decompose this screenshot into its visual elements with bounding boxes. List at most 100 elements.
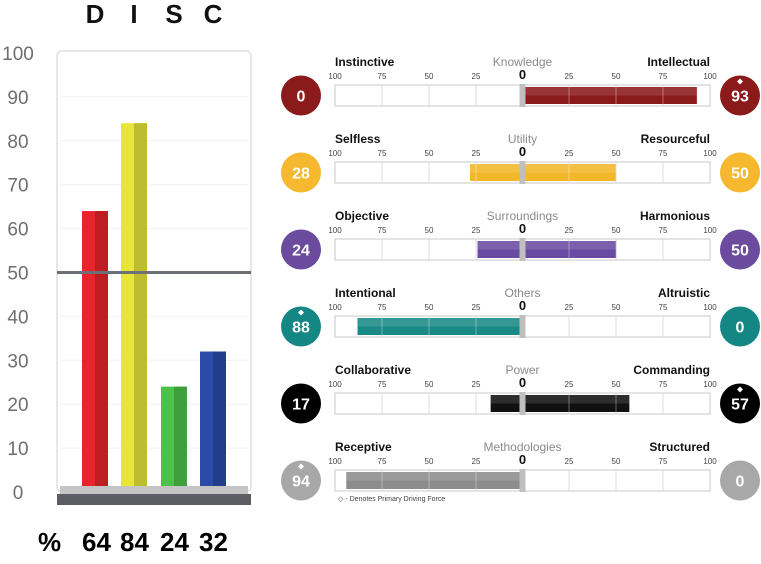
left-fill-highlight bbox=[470, 164, 523, 173]
category-s: S bbox=[165, 0, 182, 29]
scale-label-3: 25 bbox=[472, 303, 481, 312]
y-tick-60: 60 bbox=[7, 220, 28, 241]
scale-center: 0 bbox=[519, 144, 526, 159]
left-score-circle bbox=[281, 229, 321, 270]
y-tick-0: 0 bbox=[13, 483, 24, 504]
driver-name: Knowledge bbox=[493, 55, 553, 69]
left-score-circle bbox=[281, 306, 321, 347]
left-fill-highlight bbox=[357, 318, 523, 327]
scale-label-2: 50 bbox=[425, 380, 434, 389]
scale-label-3: 25 bbox=[472, 380, 481, 389]
scale-label-1: 75 bbox=[378, 380, 387, 389]
scale-label-7: 75 bbox=[659, 226, 668, 235]
base-platform-front bbox=[57, 494, 251, 505]
scale-label-8: 100 bbox=[703, 226, 717, 235]
center-marker bbox=[519, 238, 526, 261]
left-score: 88 bbox=[292, 320, 310, 337]
bar-shade-i bbox=[134, 123, 147, 493]
scale-label-7: 75 bbox=[659, 72, 668, 81]
scale-label-8: 100 bbox=[703, 380, 717, 389]
category-c: C bbox=[204, 0, 223, 29]
scale-center: 0 bbox=[519, 67, 526, 82]
scale-label-0: 100 bbox=[328, 149, 342, 158]
left-fill-highlight bbox=[490, 395, 523, 404]
right-label: Altruistic bbox=[658, 286, 710, 300]
scale-label-8: 100 bbox=[703, 457, 717, 466]
scale-label-0: 100 bbox=[328, 72, 342, 81]
scale-center: 0 bbox=[519, 452, 526, 467]
scale-label-6: 50 bbox=[612, 457, 621, 466]
right-label: Harmonious bbox=[640, 209, 710, 223]
primary-force-diamond-icon bbox=[737, 386, 743, 393]
right-score: 0 bbox=[736, 474, 745, 491]
bar-shade-s bbox=[174, 386, 187, 492]
left-label: Selfless bbox=[335, 132, 381, 146]
right-fill bbox=[522, 241, 617, 258]
left-fill bbox=[357, 318, 523, 335]
scale-label-0: 100 bbox=[328, 303, 342, 312]
primary-force-diamond-icon bbox=[298, 463, 304, 470]
right-fill-highlight bbox=[522, 395, 630, 404]
left-score: 17 bbox=[292, 397, 310, 414]
left-score-circle bbox=[281, 152, 321, 193]
category-i: I bbox=[130, 0, 137, 29]
y-tick-70: 70 bbox=[7, 176, 28, 197]
scale-label-0: 100 bbox=[328, 226, 342, 235]
scale-label-5: 25 bbox=[565, 149, 574, 158]
scale-label-7: 75 bbox=[659, 303, 668, 312]
scale-label-0: 100 bbox=[328, 380, 342, 389]
right-fill-highlight bbox=[522, 241, 617, 250]
left-label: Receptive bbox=[335, 440, 392, 454]
left-fill-highlight bbox=[346, 472, 523, 481]
left-label: Instinctive bbox=[335, 55, 395, 69]
driver-row-knowledge: Instinctive Knowledge Intellectual 100 75 50 2… bbox=[281, 55, 760, 116]
scale-center: 0 bbox=[519, 298, 526, 313]
center-marker bbox=[519, 84, 526, 107]
y-tick-50: 50 bbox=[7, 264, 28, 285]
scale-label-2: 50 bbox=[425, 457, 434, 466]
left-fill bbox=[346, 472, 523, 489]
y-tick-30: 30 bbox=[7, 351, 28, 372]
center-marker bbox=[519, 161, 526, 184]
center-marker bbox=[519, 469, 526, 492]
scale-label-5: 25 bbox=[565, 457, 574, 466]
scale-label-2: 50 bbox=[425, 149, 434, 158]
scale-label-8: 100 bbox=[703, 72, 717, 81]
y-tick-40: 40 bbox=[7, 307, 28, 328]
right-label: Intellectual bbox=[647, 55, 710, 69]
driver-name: Methodologies bbox=[483, 440, 561, 454]
left-fill bbox=[477, 241, 523, 258]
center-marker bbox=[519, 315, 526, 338]
right-score-circle bbox=[720, 460, 760, 501]
right-score-circle bbox=[720, 229, 760, 270]
right-score-circle bbox=[720, 152, 760, 193]
scale-label-3: 25 bbox=[472, 457, 481, 466]
left-fill bbox=[470, 164, 523, 181]
scale-label-2: 50 bbox=[425, 226, 434, 235]
scale-label-5: 25 bbox=[565, 72, 574, 81]
disc-percent-row: % 64 84 24 32 bbox=[0, 527, 280, 559]
driver-name: Utility bbox=[508, 132, 537, 146]
right-score: 93 bbox=[731, 89, 749, 106]
category-d: D bbox=[86, 0, 105, 29]
scale-label-5: 25 bbox=[565, 226, 574, 235]
right-label: Resourceful bbox=[641, 132, 710, 146]
scale-label-2: 50 bbox=[425, 72, 434, 81]
left-label: Objective bbox=[335, 209, 389, 223]
right-label: Structured bbox=[649, 440, 710, 454]
driver-name: Surroundings bbox=[487, 209, 558, 223]
bar-shade-d bbox=[95, 211, 108, 493]
right-score: 50 bbox=[731, 243, 749, 260]
scale-label-1: 75 bbox=[378, 303, 387, 312]
scale-label-0: 100 bbox=[328, 457, 342, 466]
scale-center: 0 bbox=[519, 221, 526, 236]
driver-name: Others bbox=[504, 286, 540, 300]
drivers-chart: Instinctive Knowledge Intellectual 100 75 50 2… bbox=[281, 55, 760, 501]
right-score: 57 bbox=[731, 397, 749, 414]
y-tick-10: 10 bbox=[7, 439, 28, 460]
disc-value-s: 24 bbox=[160, 527, 189, 557]
